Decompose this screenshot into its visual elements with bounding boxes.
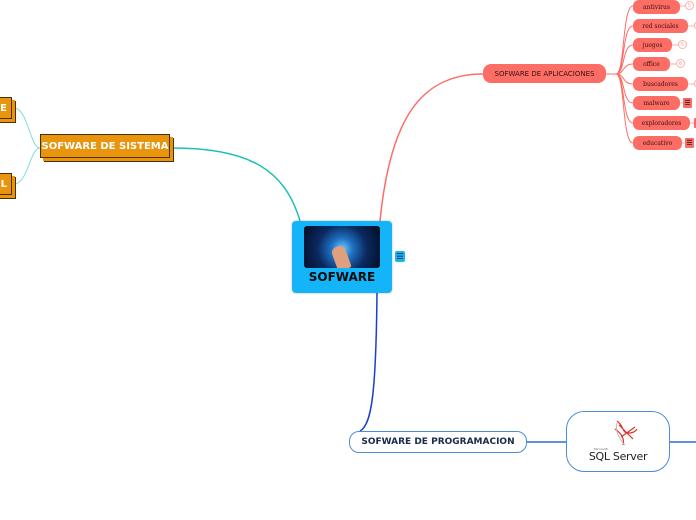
link-aplicaciones [379,73,484,222]
link-leaf-badges [670,5,696,144]
node-label: red sociales [642,22,679,30]
logo-text: SQL Server [588,450,648,463]
node-label: juegos [642,41,663,49]
node-sofware-de-sistema[interactable]: SOFWARE DE SISTEMA [40,134,170,158]
leaf-exploradores[interactable]: exploradores [633,116,690,130]
note-icon[interactable]: ☰ [395,251,405,262]
node-sofware-de-aplicaciones[interactable]: SOFWARE DE APLICACIONES [483,64,606,83]
node-label: L [0,178,7,190]
node-sistema-child-1[interactable]: E [0,97,12,119]
logo-brand: Microsoft [594,447,608,451]
note-icon[interactable]: ☰ [683,98,692,108]
technology-touch-image [304,226,380,268]
node-label: malware [643,99,670,107]
leaf-educativo[interactable]: educativo [633,136,682,150]
link-aplicaciones-children [606,5,634,144]
node-sofware-de-programacion[interactable]: SOFWARE DE PROGRAMACION [349,431,527,453]
node-label: office [643,60,660,68]
note-icon[interactable]: ☰ [685,138,694,148]
link-sistema-children [13,107,41,185]
node-label: antivirus [643,3,670,11]
leaf-office[interactable]: office [633,57,670,71]
node-sistema-child-2[interactable]: L [0,173,12,195]
node-label: SOFWARE DE SISTEMA [41,140,169,152]
leaf-malware[interactable]: malware [633,96,680,110]
count-badge[interactable]: 5 [685,1,694,10]
node-label: E [0,102,7,114]
central-node[interactable]: SOFWARE [292,221,392,293]
count-badge[interactable]: 6 [676,59,685,68]
node-label: exploradores [641,119,682,127]
node-label: buscadores [643,80,678,88]
count-badge[interactable]: 5 [678,40,687,49]
leaf-red-sociales[interactable]: red sociales [633,19,688,33]
central-title: SOFWARE [308,270,376,284]
leaf-antivirus[interactable]: antivirus [633,0,680,14]
sql-server-logo-icon [614,420,638,446]
link-programacion [359,292,378,432]
node-label: SOFWARE DE PROGRAMACION [361,437,515,447]
link-sistema [171,147,301,222]
leaf-buscadores[interactable]: buscadores [633,77,688,91]
node-label: SOFWARE DE APLICACIONES [494,69,595,78]
node-label: educativo [642,139,673,147]
node-sql-server[interactable]: Microsoft SQL Server [566,411,670,472]
leaf-juegos[interactable]: juegos [633,38,672,52]
